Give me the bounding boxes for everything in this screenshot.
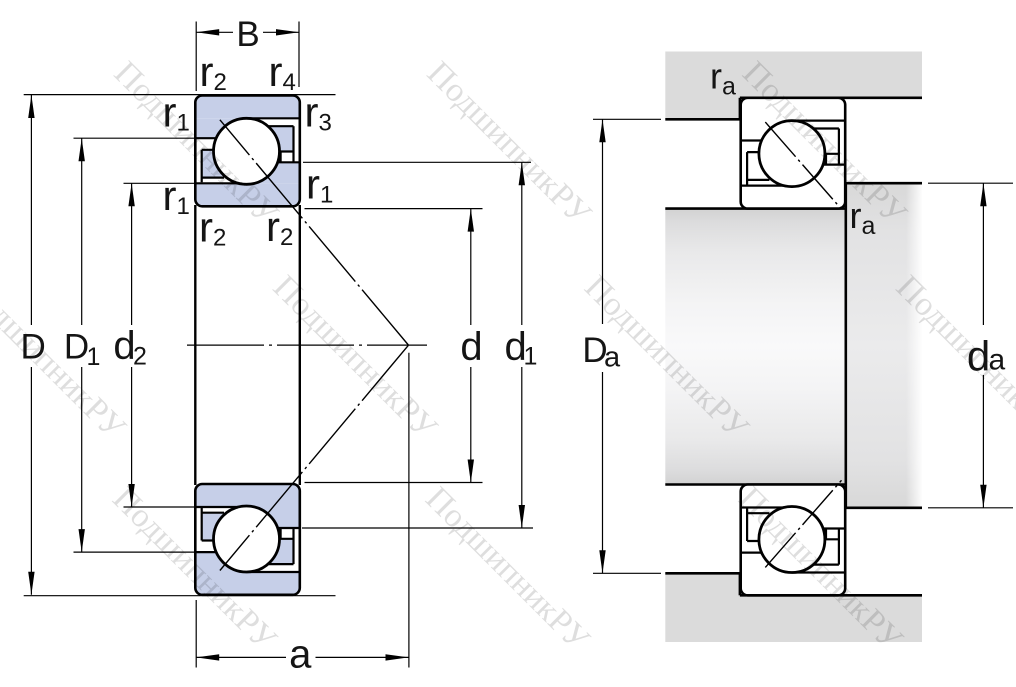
svg-text:a: a [604,342,621,374]
svg-text:B: B [236,15,259,54]
svg-text:D: D [582,331,607,370]
svg-text:a: a [989,344,1006,377]
svg-text:d: d [113,324,135,368]
svg-text:1: 1 [524,343,538,371]
svg-text:d: d [504,325,526,369]
svg-text:a: a [289,633,312,677]
svg-text:1: 1 [87,343,101,371]
svg-text:D: D [21,327,46,366]
svg-text:2: 2 [133,343,147,371]
svg-text:r4: r4 [269,48,296,96]
svg-text:d: d [967,333,990,380]
svg-text:d: d [460,325,482,369]
svg-text:D: D [64,327,89,366]
